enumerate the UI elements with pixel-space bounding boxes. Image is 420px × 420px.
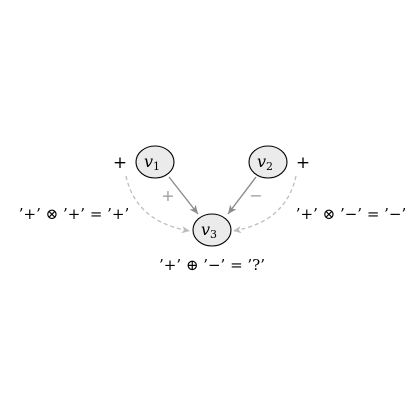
- edge-v2-v3: [227, 176, 257, 215]
- node-v2-name: v: [257, 152, 266, 171]
- annotation-bottom-sum: ’+’ ⊕ ’−’ = ’?’: [159, 256, 265, 274]
- node-v2-label: v2: [257, 152, 273, 173]
- node-v2-sign: +: [296, 153, 310, 173]
- node-v1-sign: +: [113, 153, 127, 173]
- node-v1-subscript: 1: [153, 160, 160, 173]
- node-v1-label: v1: [144, 152, 160, 173]
- node-v2-circle: [248, 145, 288, 179]
- node-v3: v3: [192, 213, 232, 247]
- edge-label-v2-v3: −: [249, 186, 262, 205]
- node-v3-circle: [192, 213, 232, 247]
- node-v1-name: v: [144, 152, 153, 171]
- edge-label-v1-v3: +: [161, 186, 174, 205]
- node-v2: v2: [248, 145, 288, 179]
- annotation-left-product: ’+’ ⊗ ’+’ = ’+’: [19, 205, 130, 223]
- node-v3-label: v3: [201, 220, 217, 241]
- edge-v1-v3: [168, 176, 199, 215]
- node-v2-subscript: 2: [266, 160, 273, 173]
- node-v3-subscript: 3: [210, 228, 217, 241]
- node-v1-circle: [135, 145, 175, 179]
- dashed-arc-left: [125, 175, 191, 234]
- node-v3-name: v: [201, 220, 210, 239]
- node-v1: v1: [135, 145, 175, 179]
- dashed-arc-right: [232, 175, 297, 234]
- annotation-right-product: ’+’ ⊗ ’−’ = ’−’: [296, 205, 407, 223]
